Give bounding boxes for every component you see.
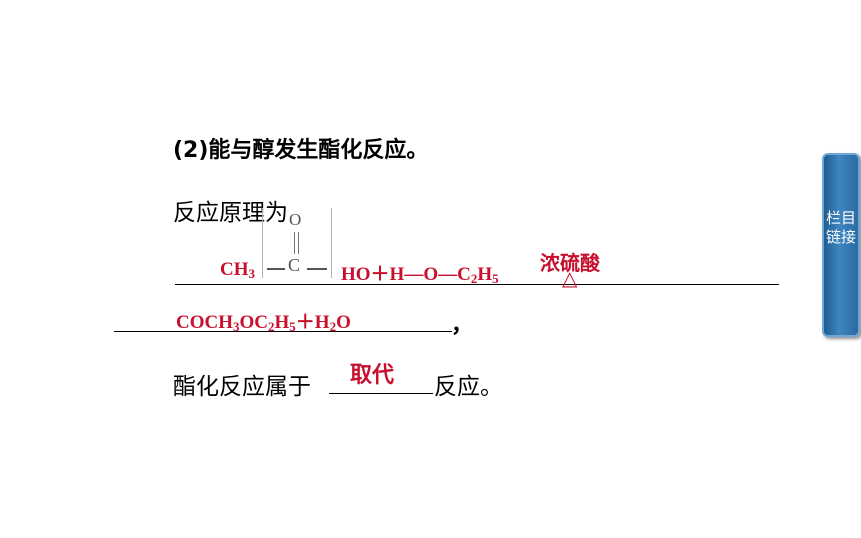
carbonyl-carbon-label: C xyxy=(288,255,301,275)
product-text-5: O xyxy=(336,312,351,333)
bond-left xyxy=(267,268,285,270)
product-text-3: H xyxy=(274,312,290,333)
heat-symbol: △ xyxy=(562,266,578,290)
product-sub-1: 3 xyxy=(233,319,240,334)
reaction-answer-blank xyxy=(175,284,779,285)
reaction-type-blank xyxy=(329,393,433,394)
carbonyl-structure-figure: O C xyxy=(262,208,332,278)
product-text-2: OC xyxy=(239,312,269,333)
product-sub-4: 2 xyxy=(329,319,337,334)
product-comma: ， xyxy=(451,313,474,338)
reaction-type-prefix: 酯化反应属于 xyxy=(173,374,311,400)
reactant-ethanol: HO＋H—O—C2H5 xyxy=(341,259,499,287)
reaction-type-answer: 取代 xyxy=(350,363,395,388)
section-link-label: 栏目链接 xyxy=(825,209,856,246)
product-sub-2: 2 xyxy=(268,319,275,334)
reaction-type-suffix: 反应。 xyxy=(434,374,503,400)
reactant-text-a: HO＋H—O—C xyxy=(341,264,471,285)
statement-esterification: (2)能与醇发生酯化反应。 xyxy=(173,132,428,164)
product-text-1: COCH xyxy=(176,312,233,333)
statement-text: (2)能与醇发生酯化反应。 xyxy=(173,138,429,163)
carbonyl-oxygen-label: O xyxy=(289,210,302,229)
bond-right xyxy=(307,268,327,270)
section-link-button[interactable]: 栏目链接 xyxy=(822,153,860,337)
reactant-text-b: H xyxy=(477,264,493,285)
product-sub-3: 5 xyxy=(289,319,296,334)
double-bond-line-1 xyxy=(294,232,295,254)
reactant-methyl: CH3 xyxy=(220,259,255,282)
reactant-subscript-a: 2 xyxy=(470,271,478,286)
reactant-subscript-b: 5 xyxy=(492,271,499,286)
product-formula: COCH3OC2H5＋H2O xyxy=(176,307,351,335)
product-answer-blank xyxy=(114,331,452,332)
double-bond-line-2 xyxy=(298,232,299,254)
methyl-subscript: 3 xyxy=(248,266,256,281)
methyl-text: CH xyxy=(220,259,249,280)
catalyst-label: 浓硫酸 xyxy=(540,251,600,275)
reaction-principle-label: 反应原理为 xyxy=(173,200,288,226)
product-text-4: ＋H xyxy=(295,312,330,333)
